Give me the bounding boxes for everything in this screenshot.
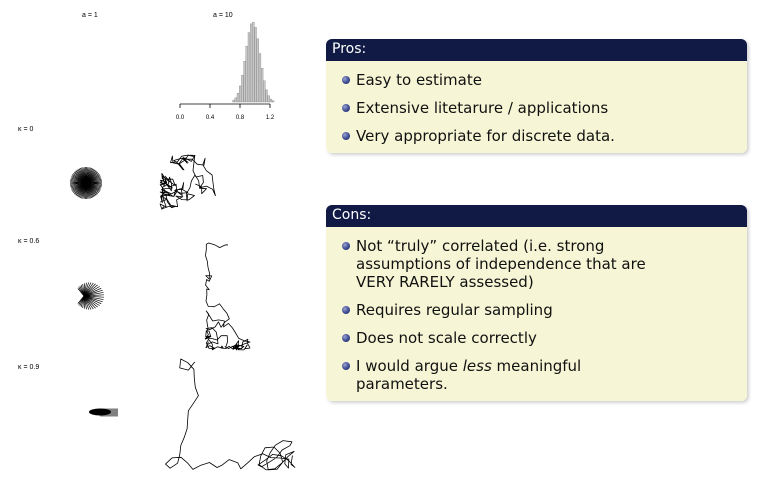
list-item-text: Does not scale correctly (356, 329, 537, 347)
pros-block: Pros: Easy to estimate Extensive litetar… (326, 39, 747, 153)
track-k06 (204, 242, 251, 351)
list-item-text: Very appropriate for discrete data. (356, 127, 615, 145)
list-item-text: I would argue (356, 357, 463, 375)
hist-bar (249, 23, 253, 103)
list-item: Very appropriate for discrete data. (342, 127, 737, 145)
list-item-text: Easy to estimate (356, 71, 482, 89)
hist-bar (256, 38, 259, 103)
hist-bar (252, 21, 255, 103)
hist-bar (261, 68, 264, 103)
cons-title: Cons: (326, 205, 747, 227)
hist-tick-label: 1.2 (265, 115, 275, 121)
cons-block: Cons: Not “truly” correlated (i.e. stron… (326, 205, 747, 401)
hist-bar (247, 32, 251, 103)
list-item: Not “truly” correlated (i.e. strong assu… (342, 237, 737, 291)
bullet-icon (342, 362, 350, 370)
hist-bar (232, 99, 235, 103)
list-item-text: Extensive litetarure / applications (356, 99, 609, 117)
hist-tick-label: 0.8 (235, 115, 245, 121)
step-fan-k06 (83, 283, 96, 297)
hist-tick-label: 0.4 (205, 115, 215, 121)
step-fan-k06 (83, 295, 100, 306)
hist-bar (245, 45, 248, 103)
step-fan-k06 (83, 292, 104, 297)
step-fan-k06 (83, 295, 104, 298)
hist-bar (258, 53, 262, 103)
pros-list: Easy to estimate Extensive litetarure / … (342, 71, 737, 145)
step-fan-k06 (83, 295, 96, 309)
bullet-icon (342, 242, 350, 250)
bullet-icon (342, 76, 350, 84)
bullet-icon (342, 334, 350, 342)
pros-title: Pros: (326, 39, 747, 61)
hist-tick-label: 0.0 (175, 115, 185, 121)
figure-graphics (70, 21, 296, 471)
simulation-figure: a = 1 a = 10 0.0 0.4 0.8 1.2 κ = 0 κ = 0… (0, 0, 300, 488)
hist-bar (267, 95, 270, 103)
list-item-text: Requires regular sampling (356, 301, 553, 319)
step-fan-k06 (83, 282, 94, 297)
hist-bar (243, 61, 246, 103)
step-fan-k06 (83, 295, 103, 303)
hist-bar (269, 98, 273, 103)
emphasis-text: less (462, 357, 492, 375)
hist-bar (263, 80, 266, 103)
step-fan-k06 (83, 295, 92, 310)
step-fan-k06 (83, 295, 98, 308)
track-k09 (165, 358, 296, 471)
step-fan-k06 (83, 289, 103, 297)
row-label-k06: κ = 0.6 (18, 238, 40, 245)
list-item: Easy to estimate (342, 71, 737, 89)
hist-bar (238, 85, 242, 103)
step-fan-k06 (77, 295, 85, 304)
hist-bar (265, 89, 268, 103)
step-fan-k06 (83, 295, 102, 305)
step-fan-k06 (83, 294, 104, 297)
bullet-icon (342, 104, 350, 112)
hist-bar (236, 93, 240, 103)
bullet-icon (342, 132, 350, 140)
list-item-text: Not “truly” correlated (i.e. strong assu… (356, 237, 646, 291)
list-item: Extensive litetarure / applications (342, 99, 737, 117)
step-fan-k06 (83, 284, 98, 297)
col-label-a10: a = 10 (213, 12, 233, 19)
row-label-k0: κ = 0 (18, 126, 34, 133)
row-label-k09: κ = 0.9 (18, 364, 40, 371)
list-item: Requires regular sampling (342, 301, 737, 319)
track-k0 (159, 154, 216, 210)
step-fan-k06 (83, 286, 100, 297)
cons-body: Not “truly” correlated (i.e. strong assu… (326, 227, 747, 401)
pros-body: Easy to estimate Extensive litetarure / … (326, 61, 747, 153)
hist-bar (254, 27, 257, 103)
hist-bar (272, 100, 275, 103)
step-fan-k06 (83, 282, 92, 297)
step-fan-k06 (83, 295, 94, 310)
step-fan-k06 (83, 295, 104, 300)
list-item: Does not scale correctly (342, 329, 737, 347)
col-label-a1: a = 1 (82, 12, 98, 19)
hist-bar (234, 97, 237, 103)
bullet-icon (342, 306, 350, 314)
list-item: I would argue less meaningful parameters… (342, 357, 737, 393)
step-fan-k06 (83, 287, 102, 297)
list-item-text: meaningful parameters. (356, 357, 582, 393)
hist-bar (241, 74, 244, 103)
cons-list: Not “truly” correlated (i.e. strong assu… (342, 237, 737, 393)
